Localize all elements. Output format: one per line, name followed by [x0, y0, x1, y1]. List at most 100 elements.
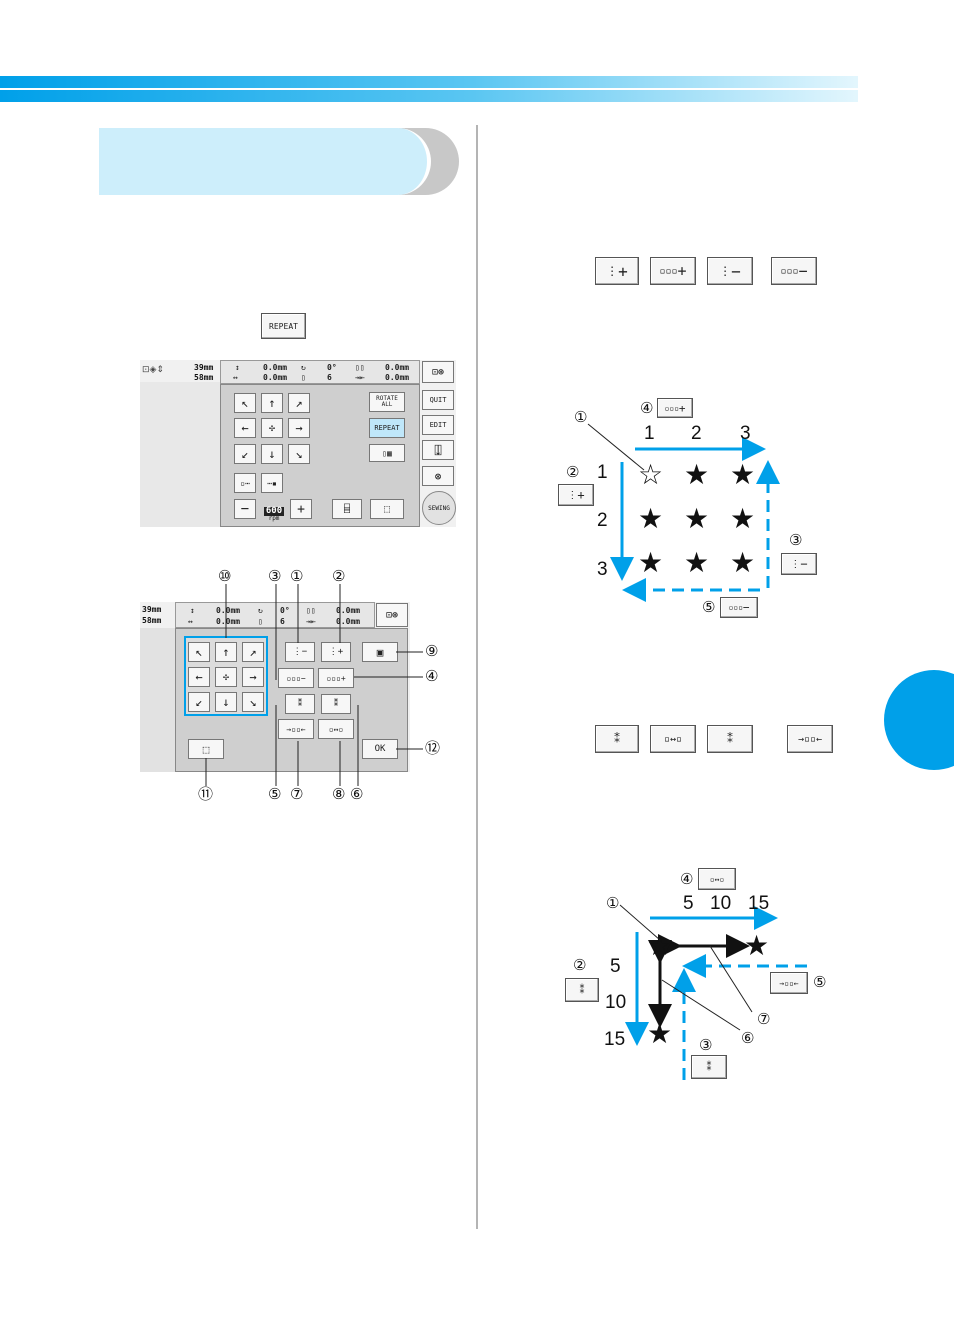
edit-button[interactable]: EDIT	[422, 415, 454, 435]
move-up-right-button[interactable]: ↗	[288, 393, 310, 413]
d1-vertical-plus-button[interactable]: ⋮+	[558, 484, 594, 506]
s2-callout-6: ⑥	[350, 785, 364, 803]
s2-angle: 0°	[280, 606, 290, 615]
s2-leftright-icon: ↔	[188, 617, 193, 626]
rotate-all-button[interactable]: ROTATE ALL	[369, 392, 405, 412]
s2-callout-12: ⑫	[425, 739, 441, 757]
sew-end-button[interactable]: ⋯▪	[261, 473, 283, 493]
d2-row-10: 10	[605, 992, 627, 1013]
memory-button[interactable]: ⍗	[422, 440, 454, 460]
sew-start-button[interactable]: ▫⋯	[234, 473, 256, 493]
speed-minus-button[interactable]: −	[234, 499, 256, 519]
frame-button[interactable]: ⌸	[332, 499, 362, 519]
s2-offset-v: 0.0mm	[216, 606, 241, 615]
s2-vertical-spacing-down-button[interactable]: ⁑	[285, 694, 315, 714]
s2-move-right-button[interactable]: →	[242, 667, 264, 687]
s2-move-up-left-button[interactable]: ↖	[188, 642, 210, 662]
d1-horizontal-plus-button[interactable]: ▫▫▫+	[657, 398, 693, 418]
horizontal-plus-icon-button[interactable]: ▫▫▫+	[650, 257, 696, 285]
s2-spacing-1: 0.0mm	[336, 606, 361, 615]
d2-callout-6: ⑥	[741, 1029, 755, 1047]
s2-callout-2: ②	[332, 567, 346, 585]
move-up-left-button[interactable]: ↖	[234, 393, 256, 413]
d2-callout-4: ④	[680, 870, 694, 888]
color-count: 6	[327, 373, 332, 382]
sewing-button[interactable]: SEWING	[422, 491, 456, 525]
vertical-spacing-up-icon-button[interactable]: ⁑	[595, 725, 639, 753]
s2-move-down-button[interactable]: ↓	[215, 692, 237, 712]
d2-horizontal-spacing-down-button[interactable]: →▫▫←	[770, 972, 808, 994]
s2-horizontal-minus-button[interactable]: ▫▫▫−	[278, 668, 314, 688]
d2-callout-3: ③	[699, 1036, 713, 1054]
horizontal-spacing-down-icon-button[interactable]: →▫▫←	[787, 725, 833, 753]
horizontal-stack-icon-2: ▫▫▫	[780, 265, 799, 277]
vertical-stack-icon-2: ⋮	[719, 264, 732, 278]
s2-center-button[interactable]: ✣	[215, 667, 237, 687]
d1-col-3: 3	[740, 423, 751, 444]
s2-vertical-plus-button[interactable]: ⋮+	[321, 642, 351, 662]
vertical-spacing-down-icon-button[interactable]: ⁑	[707, 725, 753, 753]
horizontal-spacing-up-icon-button[interactable]: ▫↔▫	[650, 725, 696, 753]
horizontal-minus-icon-button[interactable]: ▫▫▫−	[771, 257, 817, 285]
d1-horizontal-minus-button[interactable]: ▫▫▫−	[720, 597, 758, 618]
center-button[interactable]: ✣	[261, 418, 283, 438]
s2-horizontal-spacing-up-button[interactable]: ▫↔▫	[318, 719, 354, 739]
s2-help-icon-button[interactable]: ⊡⊛	[376, 603, 408, 627]
s2-callout-7: ⑦	[290, 785, 304, 803]
screen1-lcd: ↕ 0.0mm ↔ 0.0mm ↻ 0° ▯ 6 ▯▯ 0.0mm ⇥⇤ 0.0…	[220, 360, 420, 384]
speed-display: 600 rpm	[260, 500, 288, 522]
s2-updown-icon: ↕	[190, 606, 195, 615]
d2-col-10: 10	[710, 893, 732, 914]
d1-vertical-minus-button[interactable]: ⋮−	[781, 553, 817, 575]
s2-move-up-button[interactable]: ↑	[215, 642, 237, 662]
s2-vertical-spacing-up-button[interactable]: ⁑	[321, 694, 351, 714]
d1-star-3-2: ★	[684, 547, 710, 578]
s2-horizontal-spacing-down-button[interactable]: →▫▫←	[278, 719, 314, 739]
speed-plus-button[interactable]: +	[290, 499, 312, 519]
move-down-button[interactable]: ↓	[261, 444, 283, 464]
d2-vertical-spacing-down-button[interactable]: ⁑	[691, 1055, 727, 1079]
quit-button[interactable]: QUIT	[422, 390, 454, 410]
d1-col-2: 2	[691, 423, 702, 444]
d2-horizontal-spacing-up-button[interactable]: ▫↔▫	[698, 868, 736, 890]
s2-move-down-right-button[interactable]: ↘	[242, 692, 264, 712]
spacing-2: 0.0mm	[385, 373, 410, 382]
s2-horizontal-plus-button[interactable]: ▫▫▫+	[318, 668, 354, 688]
move-down-right-button[interactable]: ↘	[288, 444, 310, 464]
s2-callout-9: ⑨	[425, 642, 439, 660]
s2-single-pattern-button[interactable]: ▣	[362, 642, 398, 662]
s2-spacing-2: 0.0mm	[336, 617, 361, 626]
d1-row-1: 1	[597, 462, 608, 483]
section-tab	[99, 128, 459, 195]
move-right-button[interactable]: →	[288, 418, 310, 438]
move-left-button[interactable]: ←	[234, 418, 256, 438]
s2-callout-3: ③	[268, 567, 282, 585]
d1-callout-3: ③	[789, 531, 803, 549]
repeat-button[interactable]: REPEAT	[261, 313, 306, 339]
d1-horizontal-minus-sign: −	[742, 601, 750, 614]
d2-col-5: 5	[683, 893, 694, 914]
d2-vertical-spacing-up-button[interactable]: ⁑	[565, 978, 599, 1002]
help-icon-button[interactable]: ⊡⊛	[422, 361, 454, 383]
s2-callout-8: ⑧	[332, 785, 346, 803]
d1-star-outline: ☆	[638, 459, 664, 490]
move-down-left-button[interactable]: ↙	[234, 444, 256, 464]
d1-star-2-3: ★	[730, 503, 756, 534]
multi-pattern-button[interactable]: ▯▦	[369, 444, 405, 462]
trial-button[interactable]: ⬚	[370, 499, 404, 519]
d1-row-3: 3	[597, 559, 608, 580]
s2-move-left-button[interactable]: ←	[188, 667, 210, 687]
vertical-plus-sign: +	[618, 261, 628, 281]
move-up-button[interactable]: ↑	[261, 393, 283, 413]
updown-icon: ↕	[235, 363, 240, 372]
s2-move-up-right-button[interactable]: ↗	[242, 642, 264, 662]
screen1-repeat-button[interactable]: REPEAT	[369, 418, 405, 438]
d1-star-2-1: ★	[638, 503, 664, 534]
embroidery-button[interactable]: ⊛	[422, 466, 454, 486]
vertical-minus-icon-button[interactable]: ⋮−	[707, 257, 753, 285]
vertical-plus-icon-button[interactable]: ⋮+	[595, 257, 639, 285]
s2-move-down-left-button[interactable]: ↙	[188, 692, 210, 712]
s2-vertical-minus-button[interactable]: ⋮−	[285, 642, 315, 662]
s2-ok-button[interactable]: OK	[362, 739, 398, 759]
